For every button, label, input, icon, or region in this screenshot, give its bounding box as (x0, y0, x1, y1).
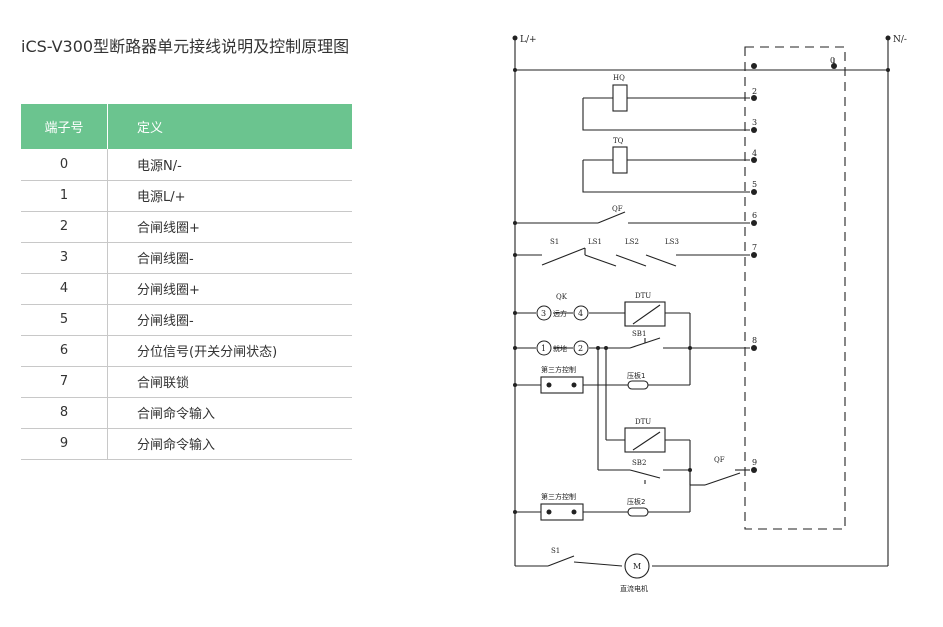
table-row: 9 分闸命令输入 (21, 428, 352, 459)
definition-cell: 合闸命令输入 (137, 407, 216, 422)
limit-switch-label: LS2 (625, 238, 639, 246)
terminal-number: 6 (752, 211, 757, 220)
remote-label: 远方 (553, 309, 567, 318)
definition-cell: 分位信号(开关分闸状态) (137, 345, 278, 360)
terminal-number: 7 (752, 243, 757, 252)
dtu-label-2: DTU (635, 418, 651, 426)
control-schematic: L/+ N/- 0 2 3 4 5 6 7 8 9 HQ TQ QF QF S1… (512, 35, 907, 593)
plate-1-label: 压板1 (627, 371, 645, 380)
terminal-cell: 1 (21, 180, 108, 211)
breaker-aux-label-2: QF (714, 456, 725, 464)
local-label: 就地 (553, 344, 567, 353)
definition-cell: 合闸线圈+ (137, 221, 200, 236)
definition-cell: 合闸联锁 (137, 376, 190, 391)
third-party-label-2: 第三方控制 (541, 492, 576, 501)
selector-label: QK (556, 293, 568, 301)
terminal-number: 3 (752, 118, 757, 127)
definition-cell: 分闸线圈+ (137, 283, 200, 298)
close-button-label: SB1 (632, 330, 646, 338)
dtu-label: DTU (635, 292, 651, 300)
table-header-row: 端子号 定义 (21, 104, 352, 149)
column-header-definition: 定义 (137, 121, 164, 136)
supply-negative-label: N/- (893, 35, 907, 45)
table-row: 3 合闸线圈- (21, 242, 352, 273)
closing-coil-label: HQ (613, 74, 625, 82)
terminal-cell: 0 (21, 149, 108, 180)
terminal-number: 9 (752, 458, 757, 467)
page-title: iCS-V300型断路器单元接线说明及控制原理图 (21, 37, 350, 56)
terminal-number: 0 (830, 56, 835, 65)
terminal-cell: 4 (21, 273, 108, 304)
supply-positive-label: L/+ (520, 35, 537, 45)
terminal-number: 8 (752, 336, 757, 345)
terminal-cell: 3 (21, 242, 108, 273)
terminal-number: 4 (752, 149, 757, 158)
open-button-label: SB2 (632, 459, 646, 467)
definition-cell: 电源L/+ (137, 190, 186, 205)
table-row: 2 合闸线圈+ (21, 211, 352, 242)
limit-switch-label: LS1 (588, 238, 602, 246)
selector-contact: 4 (578, 309, 583, 318)
definition-cell: 分闸线圈- (137, 314, 194, 329)
terminal-number: 5 (752, 180, 757, 189)
table-row: 4 分闸线圈+ (21, 273, 352, 304)
terminal-cell: 7 (21, 366, 108, 397)
terminal-cell: 2 (21, 211, 108, 242)
table-row: 5 分闸线圈- (21, 304, 352, 335)
third-party-label: 第三方控制 (541, 365, 576, 374)
selector-contact: 2 (578, 344, 583, 353)
terminal-number: 2 (752, 87, 757, 96)
limit-switch-label: LS3 (665, 238, 679, 246)
plate-2-label: 压板2 (627, 497, 645, 506)
terminal-cell: 8 (21, 397, 108, 428)
table-row: 0 电源N/- (21, 149, 352, 180)
terminal-definition-table: 端子号 定义 0 电源N/- 1 电源L/+ 2 合闸线圈+ 3 合闸线圈- 4 分闸线圈… (21, 104, 352, 460)
breaker-aux-label: QF (612, 205, 623, 213)
trip-coil-label: TQ (613, 137, 624, 145)
terminal-cell: 5 (21, 304, 108, 335)
terminal-cell: 9 (21, 428, 108, 459)
table-row: 7 合闸联锁 (21, 366, 352, 397)
table-row: 1 电源L/+ (21, 180, 352, 211)
selector-contact: 1 (541, 344, 546, 353)
motor-symbol: M (633, 562, 641, 571)
selector-contact: 3 (541, 309, 546, 318)
motor-switch-label: S1 (551, 547, 560, 555)
limit-switch-label: S1 (550, 238, 559, 246)
definition-cell: 分闸命令输入 (137, 438, 216, 453)
definition-cell: 合闸线圈- (137, 252, 194, 267)
terminal-cell: 6 (21, 335, 108, 366)
definition-cell: 电源N/- (137, 158, 182, 174)
column-header-terminal: 端子号 (21, 104, 108, 149)
table-row: 6 分位信号(开关分闸状态) (21, 335, 352, 366)
motor-label: 直流电机 (620, 584, 648, 593)
table-row: 8 合闸命令输入 (21, 397, 352, 428)
